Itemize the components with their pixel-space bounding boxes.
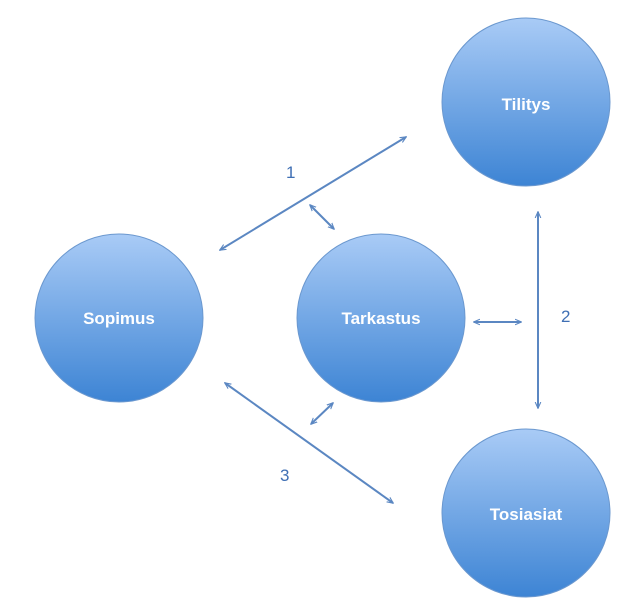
- arrow-sopimus-tosiasiat: [225, 383, 393, 503]
- node-sopimus: Sopimus: [34, 233, 204, 403]
- edge-label-3: 3: [280, 466, 289, 485]
- node-sopimus-circle: [34, 233, 204, 403]
- edge-label-2: 2: [561, 307, 570, 326]
- node-tilitys-label: Tilitys: [502, 95, 551, 114]
- edge-label-1: 1: [286, 163, 295, 182]
- node-sopimus-label: Sopimus: [83, 309, 155, 328]
- arrow-sopimus-tilitys: [220, 137, 406, 250]
- node-tilitys-circle: [441, 17, 611, 187]
- arrow-tarkastus-topline: [310, 205, 334, 229]
- node-tarkastus: Tarkastus: [296, 233, 466, 403]
- node-tosiasiat-circle: [441, 428, 611, 598]
- node-tilitys: Tilitys: [441, 17, 611, 187]
- arrow-tarkastus-bottomline: [311, 403, 333, 424]
- node-tosiasiat: Tosiasiat: [441, 428, 611, 598]
- node-tosiasiat-label: Tosiasiat: [490, 505, 563, 524]
- node-tarkastus-label: Tarkastus: [341, 309, 420, 328]
